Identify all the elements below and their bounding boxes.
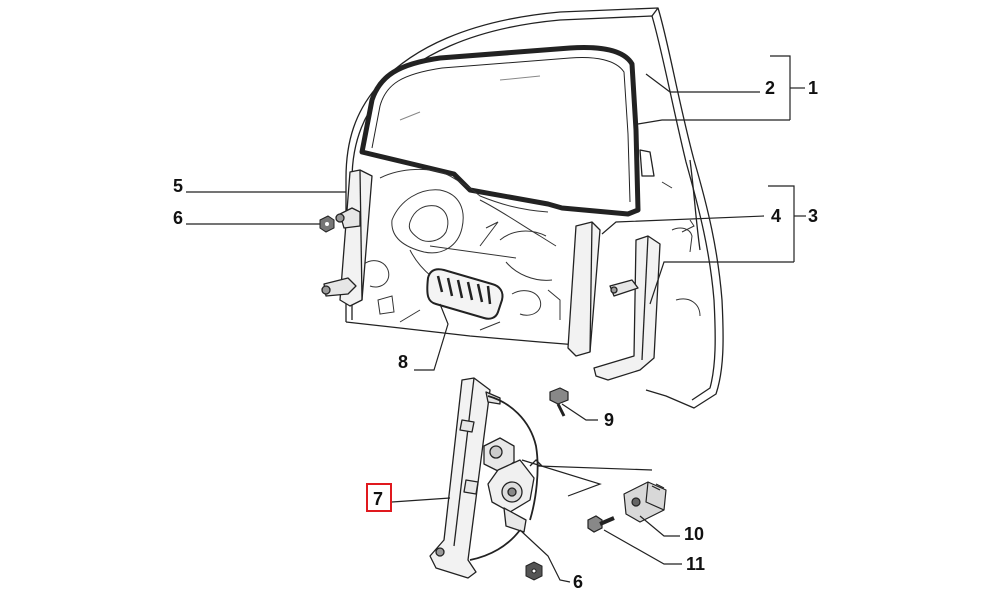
leader-lines (186, 55, 806, 583)
callout-9: 9 (604, 410, 614, 430)
regulator-motor (483, 437, 543, 533)
callout-11: 11 (686, 554, 705, 574)
highlight-box (366, 483, 392, 512)
speaker-grille (426, 268, 504, 320)
callout-8: 8 (398, 352, 408, 372)
callout-5: 5 (173, 176, 183, 196)
nut-icon (319, 215, 335, 233)
rear-guide-rail-outer (593, 235, 661, 381)
rear-guide-rail-inner (567, 221, 601, 357)
screw-icon (549, 387, 569, 417)
callout-3: 3 (808, 206, 818, 226)
inner-panel (363, 168, 701, 331)
bolt-icon (587, 515, 615, 533)
callout-7: 7 (373, 489, 383, 509)
front-guide-rail (321, 169, 373, 307)
window-glass (359, 45, 641, 217)
callouts: 2 1 5 6 4 3 8 9 7 10 11 6 (173, 78, 818, 592)
callout-1: 1 (808, 78, 818, 98)
window-regulator (429, 377, 539, 579)
callout-10: 10 (684, 524, 704, 544)
nut-icon (525, 561, 543, 581)
callout-6-upper: 6 (173, 208, 183, 228)
callout-2: 2 (765, 78, 775, 98)
connector-icon (623, 481, 667, 523)
callout-6-lower: 6 (573, 572, 583, 592)
callout-4: 4 (771, 206, 781, 226)
